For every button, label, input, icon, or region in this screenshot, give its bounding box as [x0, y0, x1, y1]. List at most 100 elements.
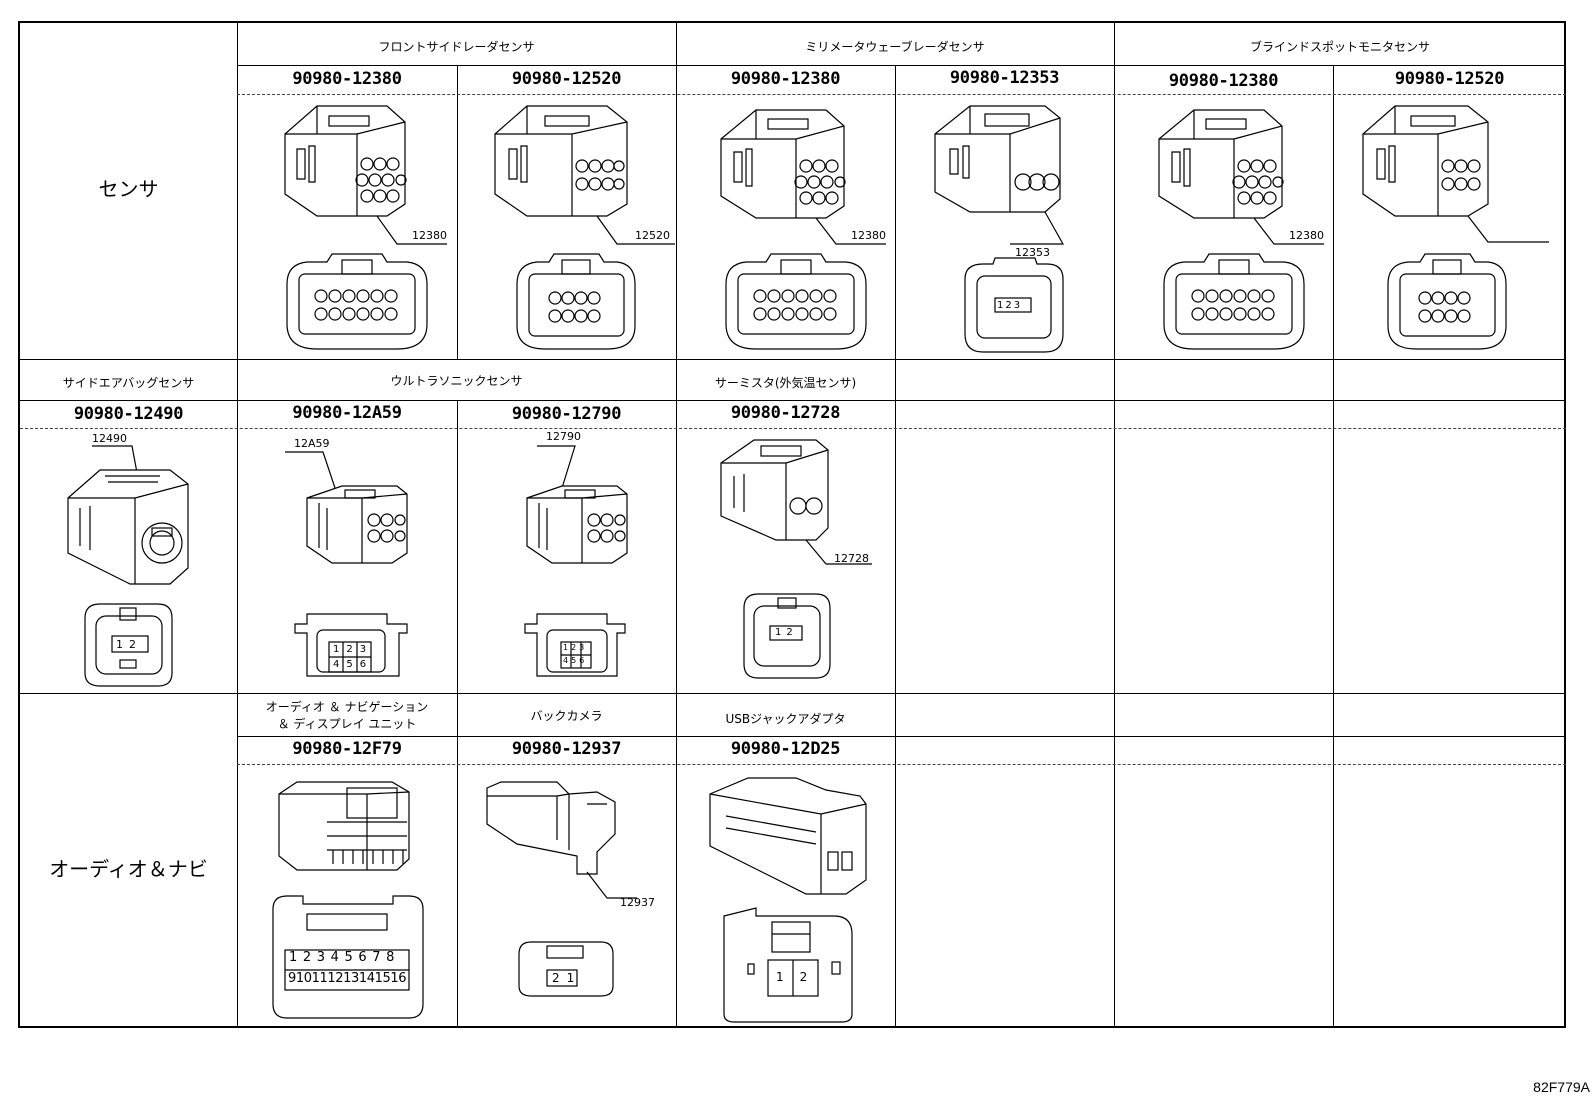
grid-line [457, 400, 458, 1028]
part-number: 90980-12520 [1394, 69, 1505, 89]
connector-face-icon [1163, 253, 1305, 350]
connector-figure-12380: 12380 [676, 94, 895, 359]
part-number: 90980-12D25 [730, 739, 841, 759]
group-header: バックカメラ [530, 709, 603, 723]
connector-face-icon [516, 253, 636, 350]
callout-label: 12353 [1015, 246, 1050, 259]
row-divider [20, 693, 1566, 694]
connector-figure-12A59: 12A59 123 456 [237, 428, 457, 693]
connector-face-icon [723, 907, 853, 1023]
part-number: 90980-12728 [730, 403, 841, 423]
pin-numbers: 123 [997, 300, 1023, 311]
pin-numbers: 12 [116, 638, 142, 651]
grid-line [20, 428, 1566, 429]
connector-3d-icon [709, 777, 867, 895]
grid-line [237, 65, 1566, 66]
connector-figure-12D25: 12 [676, 764, 895, 1028]
group-header: ＆ ディスプレイ ユニット [277, 717, 417, 731]
part-number: 90980-12380 [292, 69, 402, 89]
pin-numbers: 123 [563, 643, 588, 652]
grid-line [237, 764, 1566, 765]
callout-label: 12520 [635, 229, 670, 242]
group-header: フロントサイドレーダセンサ [378, 40, 535, 54]
grid-line [1114, 23, 1115, 1028]
connector-figure-12520 [1333, 94, 1566, 359]
connector-3d-icon [1158, 109, 1324, 245]
connector-3d-icon [486, 781, 637, 899]
part-number: 90980-12937 [511, 739, 622, 759]
callout-label: 12380 [851, 229, 886, 242]
group-header: サーミスタ(外気温センサ) [714, 376, 857, 390]
connector-figure-12380: 12380 [1114, 94, 1333, 359]
callout-label: 12380 [412, 229, 447, 242]
connector-figure-12353: 12353 123 [895, 94, 1114, 359]
connector-face-icon [518, 941, 614, 997]
connector-face-icon [294, 613, 408, 677]
category-label: センサ [98, 177, 159, 201]
group-header: ブラインドスポットモニタセンサ [1249, 40, 1430, 54]
row-divider [20, 359, 1566, 360]
connector-3d-icon [494, 105, 675, 245]
connector-3d-icon [526, 445, 628, 564]
connector-face-icon [743, 593, 831, 679]
callout-label: 12A59 [294, 437, 330, 450]
group-header: USBジャックアダプタ [725, 712, 846, 726]
connector-3d-icon [1362, 105, 1549, 243]
group-header: ミリメータウェーブレーダセンサ [805, 40, 985, 54]
connector-3d-icon [720, 439, 872, 565]
connector-figure-12937: 12937 21 [457, 764, 676, 1028]
part-number: 90980-12380 [730, 69, 841, 89]
callout-label: 12490 [92, 432, 127, 445]
pin-numbers: 21 [552, 971, 582, 985]
part-number: 90980-12380 [1168, 71, 1279, 91]
part-number: 90980-12353 [949, 68, 1060, 88]
part-number: 90980-12790 [511, 404, 622, 424]
drawing-code: 82F779A [1533, 1079, 1590, 1095]
group-header: サイドエアバッグセンサ [62, 376, 195, 390]
group-header: ウルトラソニックセンサ [390, 374, 523, 388]
connector-3d-icon [934, 105, 1065, 245]
grid-line [457, 65, 458, 359]
category-label: オーディオ＆ナビ [49, 857, 208, 881]
connector-3d-icon [720, 109, 886, 245]
callout-label: 12937 [620, 896, 655, 909]
connector-face-icon [272, 895, 424, 1019]
callout-label: 12380 [1289, 229, 1324, 242]
connector-table: フロントサイドレーダセンサ ミリメータウェーブレーダセンサ ブラインドスポットモ… [18, 21, 1566, 1028]
connector-face-icon [524, 613, 626, 677]
connector-3d-icon [67, 445, 189, 585]
connector-face-icon [1387, 253, 1507, 350]
grid-line [676, 23, 677, 1028]
connector-figure-12490: 12490 12 [20, 428, 237, 693]
connector-figure-12790: 12790 123 456 [457, 428, 676, 693]
pin-numbers: 456 [333, 659, 374, 670]
callout-label: 12790 [546, 430, 581, 443]
connector-3d-icon [284, 105, 447, 245]
callout-label: 12728 [834, 552, 869, 565]
part-number: 90980-12F79 [292, 739, 402, 759]
pin-numbers: 123 [333, 644, 374, 655]
pin-numbers: 12345678 [289, 950, 400, 965]
part-number: 90980-12490 [73, 404, 184, 424]
connector-face-icon [725, 253, 867, 350]
grid-line [20, 400, 1566, 401]
connector-face-icon [964, 257, 1064, 353]
connector-figure-12728: 12728 12 [676, 428, 895, 693]
part-number: 90980-12520 [511, 69, 622, 89]
pin-numbers: 12 [775, 627, 798, 638]
connector-face-icon [286, 253, 428, 350]
connector-figure-12520: 12520 [457, 94, 676, 359]
connector-face-icon [84, 603, 173, 687]
part-number: 90980-12A59 [292, 403, 402, 423]
pin-numbers: 910111213141516 [288, 971, 407, 986]
group-header: オーディオ ＆ ナビゲーション [265, 700, 429, 714]
pin-numbers: 12 [776, 970, 824, 984]
grid-line [237, 736, 1566, 737]
connector-figure-12380: 12380 [237, 94, 457, 359]
connector-3d-icon [285, 451, 408, 564]
grid-line [237, 23, 238, 1028]
grid-line [237, 94, 1566, 95]
connector-3d-icon [278, 781, 410, 871]
pin-numbers: 456 [563, 656, 588, 665]
connector-figure-12F79: 12345678 910111213141516 [237, 764, 457, 1028]
